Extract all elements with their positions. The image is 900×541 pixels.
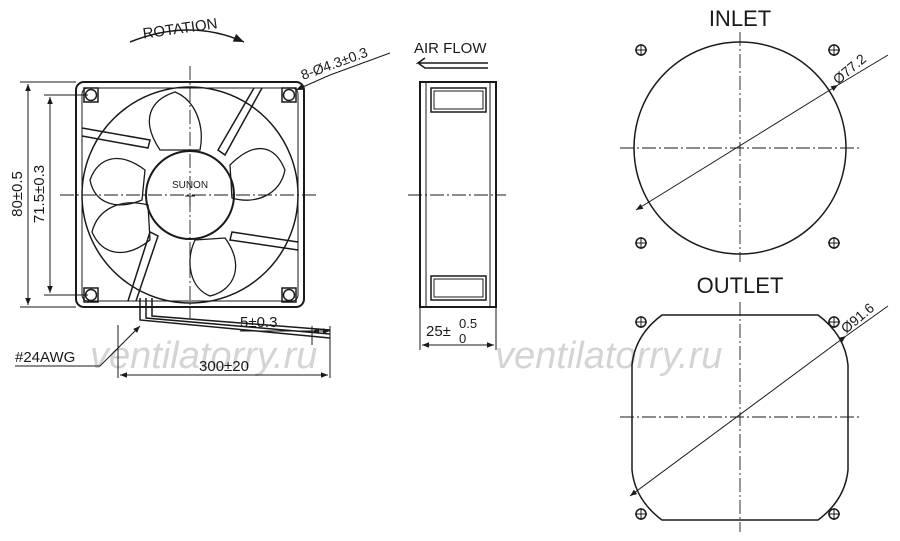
inlet-dia-leader bbox=[837, 54, 889, 86]
thickness-base-label: 25± bbox=[426, 323, 451, 340]
gauge-leader bbox=[99, 325, 141, 367]
target-hole bbox=[828, 316, 840, 328]
height-dimensions: 80±0.5 71.5±0.3 bbox=[9, 81, 88, 308]
fan-blade bbox=[91, 202, 151, 254]
target-hole bbox=[828, 237, 840, 249]
inlet-dia-line bbox=[635, 84, 839, 211]
thickness-lower-label: 0 bbox=[459, 331, 466, 346]
fan-blades bbox=[89, 91, 286, 297]
watermark-right: ventilatorry.ru bbox=[495, 335, 722, 377]
side-corner-top-inner bbox=[433, 90, 484, 110]
air-flow-label: AIR FLOW bbox=[414, 40, 487, 57]
target-hole bbox=[828, 508, 840, 520]
lead-wire bbox=[139, 298, 331, 339]
fan-blade bbox=[89, 158, 146, 206]
mounting-hole bbox=[282, 88, 296, 102]
fan-blade bbox=[148, 91, 202, 151]
lead-wire bbox=[145, 298, 331, 335]
spoke bbox=[127, 230, 159, 302]
rotation-arrow bbox=[129, 29, 245, 43]
hole-leader bbox=[295, 74, 331, 91]
hole-leader-line bbox=[329, 52, 391, 76]
fan-frame-outer bbox=[75, 81, 305, 308]
watermark-left: ventilatorry.ru bbox=[90, 335, 317, 377]
fan-side-view: AIR FLOW 25± 0.5 0 bbox=[408, 40, 506, 350]
side-body bbox=[419, 81, 497, 308]
outlet-holes bbox=[635, 316, 840, 520]
side-corner-bottom-inner bbox=[433, 278, 484, 298]
corner-boss bbox=[83, 287, 99, 303]
corner-boss bbox=[83, 87, 99, 103]
lead-wire bbox=[151, 298, 331, 331]
corner-boss bbox=[281, 287, 297, 303]
fan-blade bbox=[229, 148, 286, 201]
target-hole bbox=[828, 44, 840, 56]
target-hole bbox=[635, 237, 647, 249]
spoke bbox=[229, 231, 299, 251]
side-corner-top bbox=[430, 87, 487, 113]
target-hole bbox=[635, 44, 647, 56]
outlet-dia-line bbox=[629, 335, 847, 497]
spoke bbox=[217, 87, 263, 157]
side-corner-bottom bbox=[430, 275, 487, 301]
corner-boss bbox=[281, 87, 297, 103]
height-outer-label: 80±0.5 bbox=[9, 171, 26, 217]
spoke bbox=[81, 127, 151, 149]
mounting-holes bbox=[83, 87, 297, 303]
wire-length-label: 300±20 bbox=[199, 358, 249, 375]
inlet-title: INLET bbox=[709, 6, 771, 31]
outlet-title: OUTLET bbox=[697, 273, 784, 298]
fan-front-view: ROTATION bbox=[60, 15, 331, 339]
frame-spokes bbox=[81, 87, 299, 302]
thickness-upper-label: 0.5 bbox=[459, 316, 477, 331]
hole-spec-label: 8-Ø4.3±0.3 bbox=[299, 44, 370, 83]
rotation-label: ROTATION bbox=[142, 15, 219, 42]
wire-gauge-label: #24AWG bbox=[15, 349, 75, 366]
fan-blade bbox=[189, 237, 237, 297]
outlet-dia-leader bbox=[845, 305, 889, 337]
air-flow-arrow bbox=[415, 57, 488, 69]
height-hole-label: 71.5±0.3 bbox=[31, 165, 48, 223]
target-hole bbox=[635, 316, 647, 328]
target-hole bbox=[635, 508, 647, 520]
inlet-view: INLET Ø77.2 bbox=[620, 6, 889, 262]
mounting-hole bbox=[282, 288, 296, 302]
inlet-holes bbox=[635, 44, 840, 249]
wire-dimensions: 5±0.3 #24AWG 300±20 bbox=[15, 314, 331, 378]
outlet-view: OUTLET Ø91.6 bbox=[620, 273, 889, 532]
wire-strip-label: 5±0.3 bbox=[240, 314, 277, 331]
inlet-dia-label: Ø77.2 bbox=[830, 50, 870, 87]
